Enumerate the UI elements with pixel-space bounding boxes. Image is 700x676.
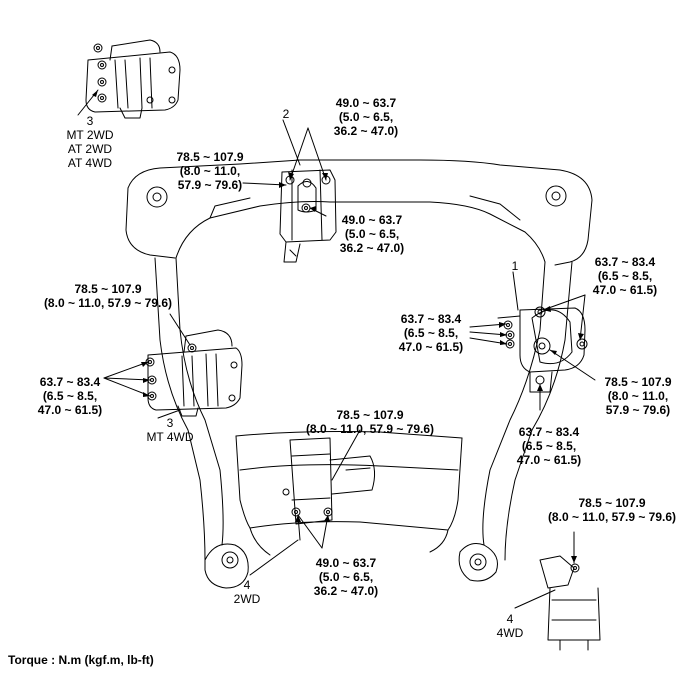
torque-label-left-mid: 78.5 ~ 107.9(8.0 ~ 11.0, 57.9 ~ 79.6) <box>43 282 173 310</box>
torque-label-left-bolts: 63.7 ~ 83.4(6.5 ~ 8.5,47.0 ~ 61.5) <box>37 375 103 417</box>
torque-label-right-bottom: 63.7 ~ 83.4(6.5 ~ 8.5,47.0 ~ 61.5) <box>516 425 582 467</box>
leader-lines <box>77 89 596 609</box>
mount-1 <box>497 306 588 393</box>
part-label-4-2wd: 4 2WD <box>233 578 261 606</box>
torque-label-lower-bolts: 49.0 ~ 63.7(5.0 ~ 6.5,36.2 ~ 47.0) <box>313 556 379 598</box>
arrowheads <box>92 90 584 563</box>
part-label-2: 2 <box>282 107 290 121</box>
mount-4-4wd <box>539 555 601 651</box>
torque-label-top-center: 49.0 ~ 63.7(5.0 ~ 6.5,36.2 ~ 47.0) <box>339 213 405 255</box>
torque-label-right-center: 78.5 ~ 107.9(8.0 ~ 11.0,57.9 ~ 79.6) <box>604 375 672 417</box>
torque-label-right-inner: 63.7 ~ 83.4(6.5 ~ 8.5,47.0 ~ 61.5) <box>398 312 464 354</box>
mount-3-left <box>145 329 243 417</box>
part-label-3-top: 3 MT 2WD AT 2WD AT 4WD <box>66 114 114 170</box>
mount-4-2wd <box>282 437 376 525</box>
torque-label-top-mount: 49.0 ~ 63.7(5.0 ~ 6.5,36.2 ~ 47.0) <box>333 96 399 138</box>
part-label-1: 1 <box>511 259 519 273</box>
mount-3-top-detail <box>85 39 181 119</box>
torque-label-4wd: 78.5 ~ 107.9(8.0 ~ 11.0, 57.9 ~ 79.6) <box>547 496 677 524</box>
part-label-3-left: 3 MT 4WD <box>146 416 194 444</box>
torque-label-right-top: 63.7 ~ 83.4(6.5 ~ 8.5,47.0 ~ 61.5) <box>592 255 658 297</box>
torque-unit-footer: Torque : N.m (kgf.m, lb-ft) <box>8 653 154 667</box>
torque-label-top-left: 78.5 ~ 107.9(8.0 ~ 11.0,57.9 ~ 79.6) <box>176 150 244 192</box>
part-label-4-4wd: 4 4WD <box>496 612 524 640</box>
torque-label-lower-mid: 78.5 ~ 107.9(8.0 ~ 11.0, 57.9 ~ 79.6) <box>305 408 435 436</box>
